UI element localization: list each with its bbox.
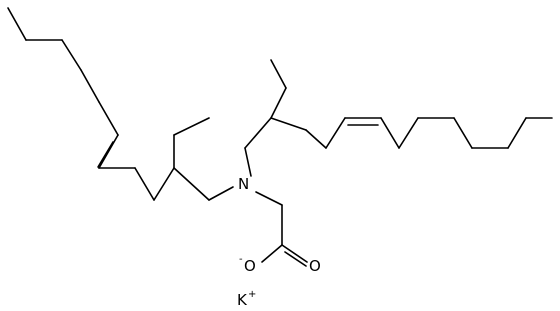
bond bbox=[453, 117, 473, 149]
bond bbox=[173, 167, 210, 201]
bond bbox=[80, 69, 100, 103]
bond bbox=[134, 167, 155, 201]
bond bbox=[7, 7, 27, 41]
bond bbox=[380, 117, 400, 149]
carbonyl-oxygen-label: O bbox=[309, 257, 321, 275]
oxygen-charge-label: - bbox=[239, 254, 243, 265]
bond bbox=[153, 167, 175, 201]
carboxylate-group bbox=[255, 191, 308, 267]
left-alkyl-chain bbox=[7, 7, 234, 201]
potassium-charge-label: + bbox=[248, 289, 256, 300]
bond bbox=[325, 117, 346, 149]
bond bbox=[244, 147, 252, 177]
double-bond-inner bbox=[97, 141, 114, 168]
bond bbox=[507, 117, 527, 149]
potassium-ion-label: K bbox=[237, 291, 248, 309]
bond bbox=[98, 101, 119, 136]
bond bbox=[270, 59, 287, 89]
bond bbox=[398, 117, 419, 149]
bond bbox=[61, 39, 82, 71]
double-bond-inner bbox=[284, 251, 307, 267]
double-bond bbox=[98, 134, 119, 169]
bond bbox=[270, 117, 307, 131]
carboxylate-oxygen-label: O bbox=[244, 257, 256, 275]
bond bbox=[261, 244, 283, 263]
double-bond bbox=[281, 244, 308, 263]
bond bbox=[305, 129, 327, 149]
bond bbox=[173, 117, 210, 136]
bond bbox=[244, 117, 272, 149]
bond bbox=[270, 87, 287, 119]
right-alkyl-chain bbox=[244, 59, 553, 177]
bond bbox=[208, 186, 234, 201]
bond bbox=[255, 191, 283, 206]
nitrogen-atom-label: N bbox=[238, 175, 249, 193]
